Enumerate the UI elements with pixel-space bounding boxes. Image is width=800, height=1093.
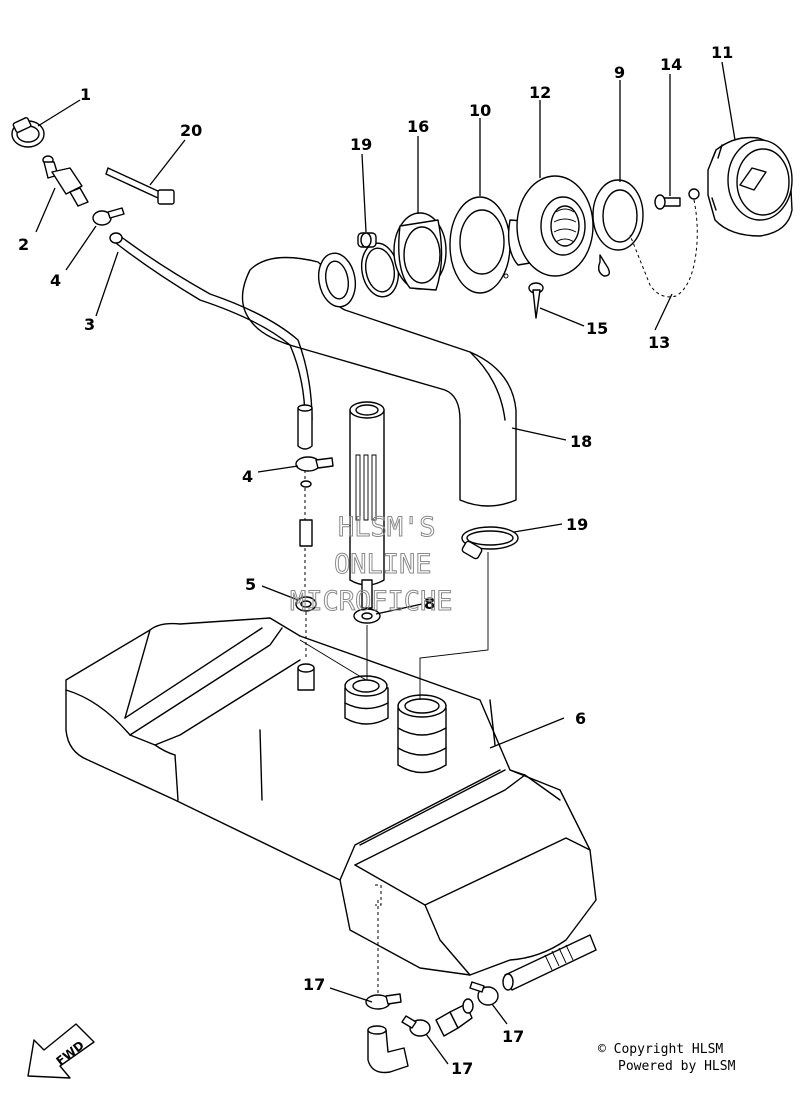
label-part-9: 9 (614, 63, 625, 82)
assembly-guide-lines (299, 552, 489, 995)
fuel-joint (435, 998, 474, 1037)
rivet (528, 282, 544, 319)
filler-gasket (393, 212, 447, 291)
label-part-16: 16 (407, 117, 429, 136)
watermark-line-1: HLSM'S (338, 512, 436, 543)
callout-lines (35, 61, 736, 1065)
fuel-strainer-tube (349, 401, 385, 609)
label-part-20: 20 (180, 121, 202, 140)
screw (654, 194, 681, 210)
label-part-18: 18 (570, 432, 592, 451)
label-part-14: 14 (660, 55, 682, 74)
forward-arrow-icon: FWD (27, 1023, 95, 1079)
label-part-19-upper: 19 (350, 135, 372, 154)
label-part-12: 12 (529, 83, 551, 102)
wire-tie (105, 167, 175, 205)
label-part-19-lower: 19 (566, 515, 588, 534)
label-part-3: 3 (84, 315, 95, 334)
label-part-17-a: 17 (303, 975, 325, 994)
hose-clamp-lower (461, 526, 519, 560)
watermark-line-2: ONLINE (334, 549, 432, 580)
hose-clamp-upper (357, 232, 400, 298)
clamp-part-4-lower (295, 456, 334, 472)
watermark: HLSM'S ONLINE MICROFICHE (290, 512, 454, 618)
breather-hose (109, 232, 313, 450)
powered-by-line: Powered by HLSM (618, 1059, 736, 1074)
label-part-6: 6 (575, 709, 586, 728)
tank-outlet-pipe (502, 934, 597, 991)
filler-hose (241, 252, 517, 507)
filler-neck (507, 175, 594, 277)
cap-chain (597, 188, 700, 298)
label-part-4-upper: 4 (50, 271, 61, 290)
lower-drain-hose (367, 1025, 409, 1074)
fuel-tank (65, 617, 597, 976)
clamp-part-1 (11, 117, 45, 148)
part-number-labels: 1 2 3 4 4 5 6 8 9 10 11 12 13 14 15 16 1… (18, 43, 733, 1078)
clamp-part-17-a (365, 993, 402, 1010)
washer-part-8 (353, 608, 381, 624)
joint-part-2 (42, 155, 89, 207)
watermark-line-3: MICROFICHE (290, 586, 453, 617)
label-part-4-lower: 4 (242, 467, 253, 486)
label-part-15: 15 (586, 319, 608, 338)
label-part-5: 5 (245, 575, 256, 594)
label-part-13: 13 (648, 333, 670, 352)
label-part-8: 8 (424, 594, 435, 613)
copyright-line: © Copyright HLSM (598, 1042, 724, 1057)
filler-packing (449, 196, 511, 294)
clamp-part-17-b (401, 1015, 431, 1037)
label-part-10: 10 (469, 101, 491, 120)
label-part-1: 1 (80, 85, 91, 104)
filler-cap (707, 136, 793, 237)
label-part-2: 2 (18, 235, 29, 254)
label-part-17-c: 17 (451, 1059, 473, 1078)
label-part-17-b: 17 (502, 1027, 524, 1046)
clamp-part-4-upper (92, 207, 125, 226)
label-part-11: 11 (711, 43, 733, 62)
tank-filler-neck (397, 694, 447, 774)
cap-gasket (592, 179, 644, 251)
clamp-part-17-c (469, 981, 499, 1006)
breather-fitting (295, 470, 317, 691)
tank-fuel-sender-neck (344, 675, 389, 725)
